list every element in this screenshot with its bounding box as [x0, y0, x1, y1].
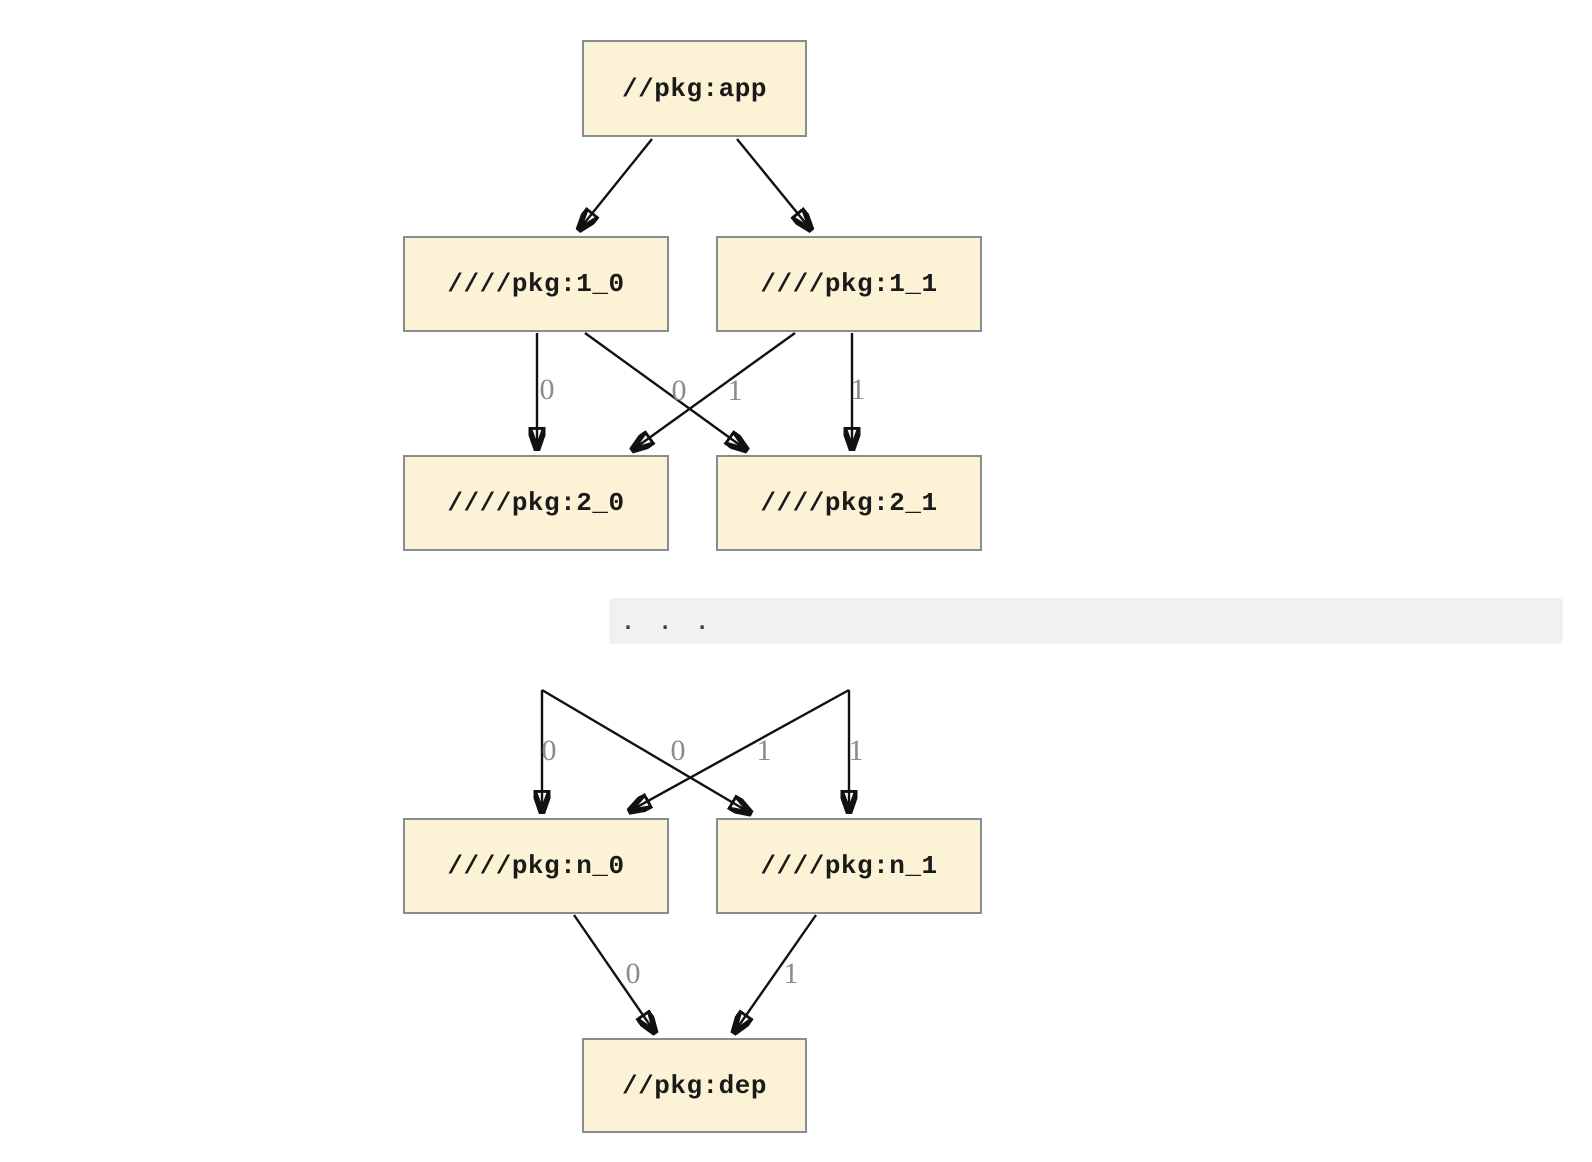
node-pkg-1_1: ////pkg:1_1 — [716, 236, 982, 332]
node-pkg-2_1: ////pkg:2_1 — [716, 455, 982, 551]
edge-label-dots-cross-to-n_1: 1 — [756, 734, 772, 767]
edge-label-n_0-to-dep: 0 — [625, 957, 641, 990]
node-label: ////pkg:n_0 — [447, 851, 625, 881]
edge-label-dots-cross-to-n_0: 0 — [670, 734, 686, 767]
node-pkg-n_0: ////pkg:n_0 — [403, 818, 669, 914]
node-pkg-n_1: ////pkg:n_1 — [716, 818, 982, 914]
edge-label-1_0-to-2_0: 0 — [539, 373, 555, 406]
node-label: //pkg:app — [622, 73, 767, 104]
node-label: //pkg:dep — [622, 1070, 767, 1101]
node-pkg-app: //pkg:app — [582, 40, 807, 137]
edge-label-1_0-to-2_1: 1 — [727, 374, 743, 407]
node-pkg-1_0: ////pkg:1_0 — [403, 236, 669, 332]
node-label: ////pkg:1_1 — [760, 269, 938, 299]
edge-label-1_1-to-2_1: 1 — [850, 373, 866, 406]
edge-n_1-to-dep — [733, 914, 817, 1034]
edge-label-dots-to-n_0: 0 — [541, 734, 557, 767]
ellipsis-band: . . . — [609, 598, 1563, 644]
edge-1_1-to-2_0 — [631, 332, 796, 451]
node-pkg-2_0: ////pkg:2_0 — [403, 455, 669, 551]
node-pkg-dep: //pkg:dep — [582, 1038, 807, 1133]
edge-label-n_1-to-dep: 1 — [783, 957, 799, 990]
edge-app-to-1_1 — [736, 138, 812, 231]
edge-app-to-1_0 — [578, 138, 653, 231]
node-label: ////pkg:n_1 — [760, 851, 938, 881]
edge-n_0-to-dep — [573, 914, 656, 1034]
edge-dots-cross-to-n_0 — [628, 688, 850, 812]
node-label: ////pkg:1_0 — [447, 269, 625, 299]
node-label: ////pkg:2_0 — [447, 488, 625, 518]
node-label: ////pkg:2_1 — [760, 488, 938, 518]
edge-1_0-to-2_1 — [584, 332, 748, 451]
ellipsis-text: . . . — [622, 610, 715, 634]
edge-label-dots-to-n_1: 1 — [848, 734, 864, 767]
edge-dots-cross-to-n_1 — [541, 688, 752, 814]
edge-label-1_1-to-2_0: 0 — [671, 374, 687, 407]
